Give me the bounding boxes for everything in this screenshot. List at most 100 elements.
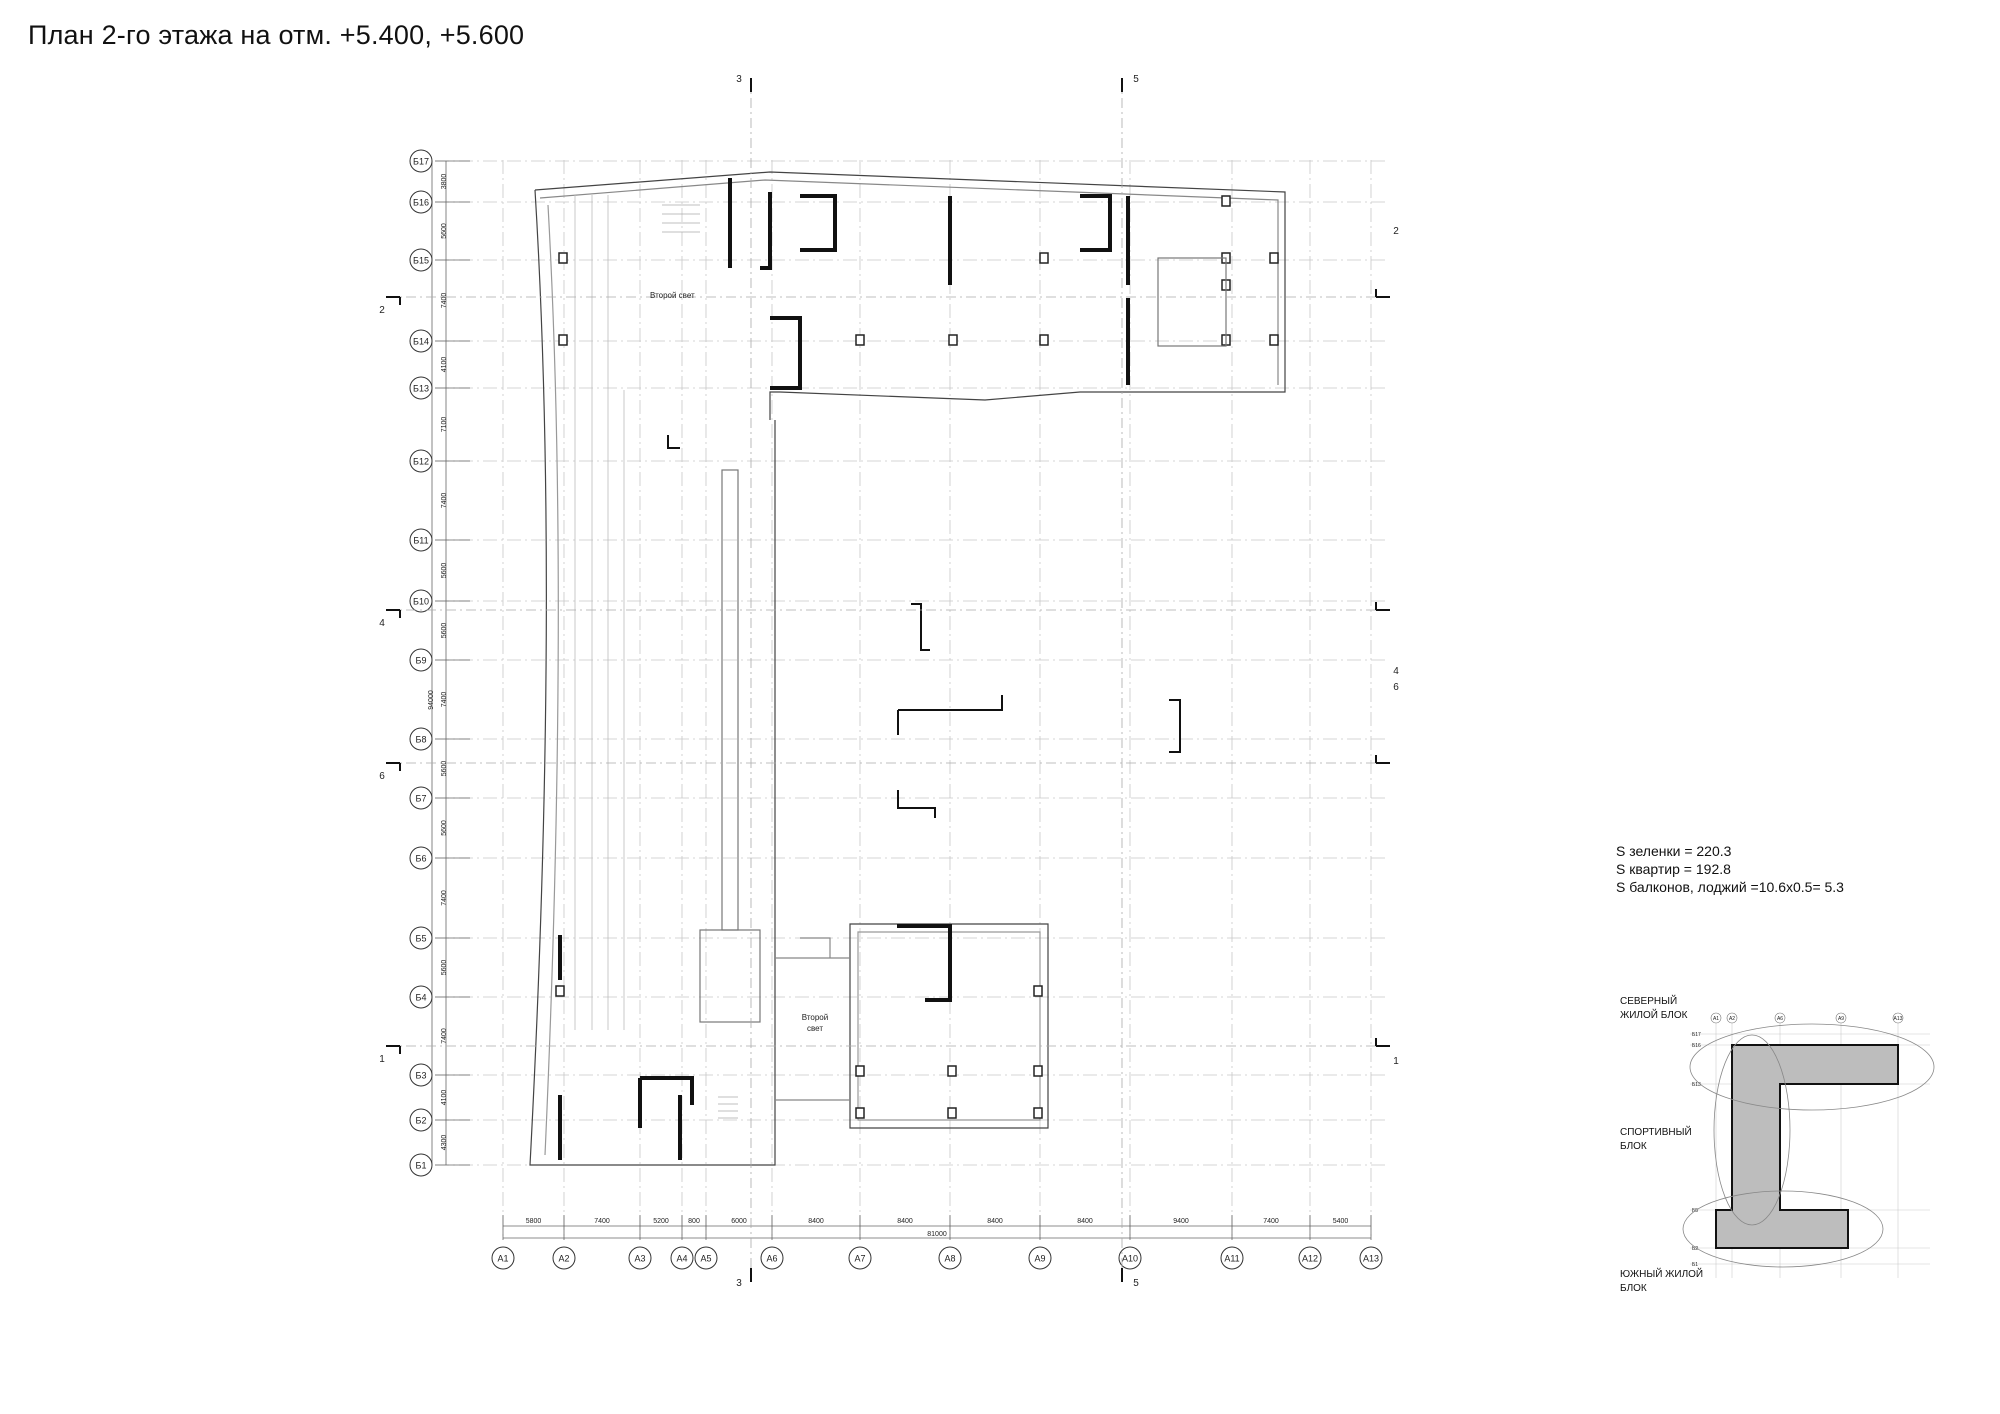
grid-row-14-dimension: 4100	[441, 357, 448, 373]
key-col-label-3: А6	[1777, 1016, 1783, 1022]
grid-col-5-bubble	[694, 1246, 718, 1270]
sheet-title: План 2-го этажа на отм. +5.400, +5.600	[28, 20, 525, 50]
grid-col-2-label: А2	[558, 1254, 569, 1264]
grid-col-11-bubble	[1220, 1246, 1244, 1270]
grid-row-2-bubble	[409, 1108, 433, 1132]
section-2-label-left: 2	[379, 305, 385, 316]
grid-col-4-bubble	[670, 1246, 694, 1270]
north-wing-inner	[539, 179, 1279, 385]
grid-col-1-bubble	[491, 1246, 515, 1270]
key-row-label-3: Б13	[1692, 1082, 1701, 1088]
grid-row-12-bubble	[409, 449, 433, 473]
key-north-ellipse	[1689, 1023, 1935, 1111]
grid-row-12-label: Б12	[413, 457, 429, 467]
grid-col-1-label: А1	[497, 1254, 508, 1264]
grid-row-3-label: Б3	[416, 1071, 427, 1081]
north-wing-outline	[534, 171, 1286, 420]
key-sport-ellipse	[1713, 1034, 1791, 1226]
grid-row-3-bubble	[409, 1063, 433, 1087]
grid-row-15-bubble	[409, 248, 433, 272]
grid-row-11-label: Б11	[413, 536, 428, 546]
grid-row-8-label: Б8	[416, 735, 427, 745]
grid-row-10-label: Б10	[413, 597, 429, 607]
sport-block-inner-wall	[544, 204, 559, 1156]
sport-block-stair-box	[699, 929, 761, 1023]
key-row-label-1: Б17	[1692, 1032, 1701, 1038]
grid-col-6-dimension: 8400	[808, 1218, 824, 1225]
grid-row-2-dimension: 4300	[441, 1135, 448, 1151]
grid-col-7-dimension: 8400	[897, 1218, 913, 1225]
grid-row-5-label: Б5	[416, 934, 427, 944]
grid-row-3-dimension: 4100	[441, 1090, 448, 1106]
grid-col-1-dimension: 5800	[526, 1218, 542, 1225]
grid-row-1-bubble	[409, 1153, 433, 1177]
key-col-bubble-2	[1726, 1012, 1738, 1024]
key-north-line1: СЕВЕРНЫЙ	[1620, 996, 1678, 1007]
area-balconies: S балконов, лоджий =10.6x0.5= 5.3	[1616, 879, 1844, 895]
grid-col-7-bubble	[848, 1246, 872, 1270]
grid-row-13-label: Б13	[413, 384, 429, 394]
key-sport-block-label: СПОРТИВНЫЙ БЛОК	[1620, 1126, 1692, 1154]
grid-row-4-label: Б4	[416, 993, 427, 1003]
grid-col-12-bubble	[1298, 1246, 1322, 1270]
key-south-ellipse	[1682, 1190, 1884, 1268]
grid-row-16-label: Б16	[413, 198, 429, 208]
south-block-outline	[849, 923, 1049, 1129]
key-sport-line2: БЛОК	[1620, 1141, 1647, 1152]
grid-col-5-dimension: 6000	[731, 1218, 747, 1225]
key-col-bubble-4	[1835, 1012, 1847, 1024]
grid-row-9-bubble	[409, 648, 433, 672]
grid-row-9-dimension: 7400	[441, 692, 448, 708]
key-col-label-2: А2	[1729, 1016, 1735, 1022]
key-col-bubble-1	[1710, 1012, 1722, 1024]
section-1-label-right: 1	[1393, 1056, 1399, 1067]
key-south-block-label: ЮЖНЫЙ ЖИЛОЙ БЛОК	[1620, 1268, 1703, 1296]
key-col-label-1: А1	[1713, 1016, 1719, 1022]
key-building-footprint	[1715, 1044, 1899, 1249]
section-2-label-right: 2	[1393, 226, 1399, 237]
grid-col-12-label: А12	[1302, 1254, 1318, 1264]
grid-row-13-bubble	[409, 376, 433, 400]
key-col-label-4: А9	[1838, 1016, 1844, 1022]
section-3-label-bottom: 3	[736, 1278, 742, 1289]
grid-col-10-label: А10	[1122, 1254, 1138, 1264]
grid-row-15-dimension: 7400	[441, 293, 448, 309]
section-6-label-left: 6	[379, 771, 385, 782]
grid-col-6-label: А6	[766, 1254, 777, 1264]
grid-row-15-label: Б15	[413, 256, 429, 266]
grid-row-17-bubble	[409, 149, 433, 173]
grid-col-9-bubble	[1028, 1246, 1052, 1270]
grid-row-8-bubble	[409, 727, 433, 751]
grid-row-16-bubble	[409, 190, 433, 214]
grid-row-5-dimension: 5600	[441, 960, 448, 976]
section-5-label-top: 5	[1133, 74, 1139, 85]
key-sport-line1: СПОРТИВНЫЙ	[1620, 1127, 1692, 1138]
grid-row-7-bubble	[409, 786, 433, 810]
grid-row-6-dimension: 7400	[441, 890, 448, 906]
grid-row-10-dimension: 5600	[441, 623, 448, 639]
grid-row-13-dimension: 7100	[441, 417, 448, 433]
grid-col-2-dimension: 7400	[594, 1218, 610, 1225]
grid-row-6-bubble	[409, 846, 433, 870]
grid-col-13-label: А13	[1363, 1254, 1379, 1264]
section-4-label-left: 4	[379, 618, 385, 629]
key-col-bubble-5	[1892, 1012, 1904, 1024]
grid-row-4-dimension: 7400	[441, 1028, 448, 1044]
grid-row-11-dimension: 5600	[441, 563, 448, 579]
key-row-label-2: Б16	[1692, 1043, 1701, 1049]
grid-col-11-dimension: 7400	[1263, 1218, 1279, 1225]
grid-row-7-label: Б7	[416, 794, 427, 804]
row-total-dimension: 94000	[428, 690, 435, 710]
grid-col-12-dimension: 5400	[1333, 1218, 1349, 1225]
grid-row-7-dimension: 5600	[441, 820, 448, 836]
section-cut-markers	[667, 435, 1181, 818]
south-link	[775, 937, 850, 1101]
grid-row-8-dimension: 5600	[441, 761, 448, 777]
key-north-line2: ЖИЛОЙ БЛОК	[1620, 1010, 1688, 1021]
grid-row-9-label: Б9	[416, 656, 427, 666]
grid-col-7-label: А7	[854, 1254, 865, 1264]
area-apartments: S квартир = 192.8	[1616, 861, 1731, 877]
